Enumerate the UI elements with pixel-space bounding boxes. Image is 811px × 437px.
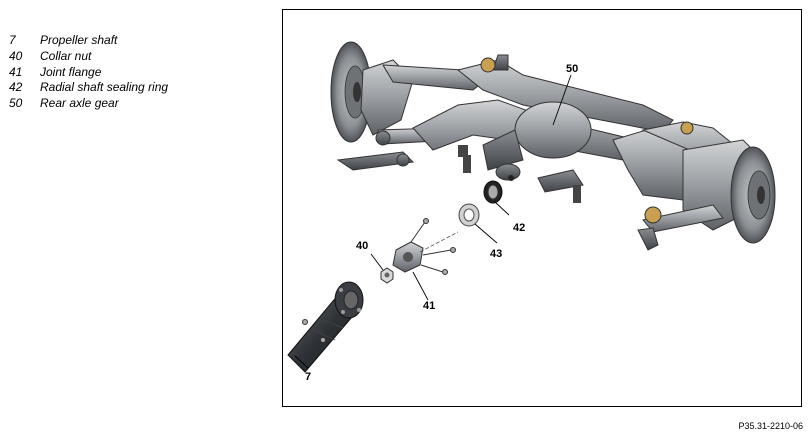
- legend-label: Propeller shaft: [40, 33, 118, 47]
- joint-flange: [392, 231, 459, 273]
- propeller-shaft: [287, 281, 364, 373]
- legend-row: 40 Collar nut: [9, 49, 168, 65]
- callout-43: 43: [490, 248, 503, 260]
- callout-50: 50: [566, 63, 579, 75]
- radial-shaft-sealing-ring: [483, 180, 503, 204]
- legend-number: 7: [9, 33, 16, 47]
- legend-row: 42 Radial shaft sealing ring: [9, 80, 168, 96]
- legend-label: Radial shaft sealing ring: [40, 80, 169, 95]
- right-brake-disc: [637, 121, 776, 251]
- flange-bolts: [410, 218, 456, 275]
- legend-row: 41 Joint flange: [9, 65, 168, 81]
- legend-row: 50 Rear axle gear: [9, 96, 168, 112]
- thrust-ring: [458, 203, 480, 227]
- parts-legend: 7 Propeller shaft 40 Collar nut 41 Joint…: [9, 33, 168, 112]
- callout-42: 42: [513, 222, 526, 234]
- callout-7: 7: [305, 371, 312, 383]
- legend-number: 50: [9, 96, 23, 111]
- legend-number: 42: [9, 80, 23, 95]
- legend-label: Joint flange: [40, 64, 102, 79]
- callout-40: 40: [356, 240, 369, 252]
- legend-number: 40: [9, 48, 23, 63]
- collar-nut: [380, 267, 394, 284]
- callout-41: 41: [423, 300, 436, 312]
- rear-axle-illustration: [287, 41, 776, 373]
- legend-number: 41: [9, 64, 23, 79]
- legend-label: Rear axle gear: [40, 96, 119, 111]
- figure-code: P35.31-2210-06: [738, 421, 803, 431]
- legend-label: Collar nut: [40, 48, 92, 63]
- rear-axle-gear: [458, 101, 592, 203]
- leader-lines: [294, 74, 572, 369]
- legend-row: 7 Propeller shaft: [9, 33, 168, 49]
- illustration-frame: 50 42 43 40 41 7: [282, 9, 802, 407]
